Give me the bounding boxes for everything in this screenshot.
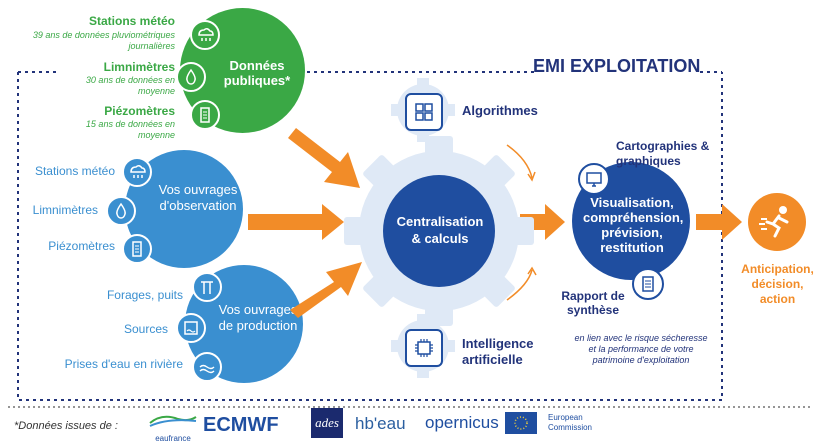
calculator-icon (405, 93, 443, 131)
gauge-icon-obs (122, 234, 152, 264)
public-item-2-desc: 15 ans de données en moyenne (85, 119, 175, 140)
public-item-1-name: Limnimètres (103, 60, 175, 74)
public-data-label: Données publiques* (223, 58, 291, 88)
final-circle (748, 193, 806, 251)
production-label: Vos ouvrages de production (218, 302, 298, 333)
gauge-icon (190, 100, 220, 130)
center-label: Centralisation & calculs (396, 214, 484, 246)
source-icon (176, 313, 206, 343)
final-label: Anticipation, décision, action (741, 262, 814, 306)
river-intake-icon (192, 352, 222, 382)
logo-ecmwf: ECMWF (203, 414, 279, 436)
drop-icon (176, 62, 206, 92)
public-item-0-desc: 39 ans de données pluviométriques journa… (32, 30, 175, 51)
rain-icon (190, 20, 220, 50)
rapport-label: Rapport de synthèse (561, 289, 625, 317)
public-item-0-name: Stations météo (88, 14, 175, 28)
footer-source-label: *Données issues de : (14, 420, 118, 432)
runner-icon (759, 206, 789, 238)
report-icon (632, 268, 664, 300)
prod-item-2: Prises d'eau en rivière (64, 357, 183, 371)
rain-icon-obs (122, 157, 152, 187)
emi-title: EMI EXPLOITATION (533, 56, 701, 76)
logo-eaufrance: eaufrance (148, 413, 198, 443)
obs-item-0: Stations météo (34, 164, 115, 178)
logo-european-commission: European Commission (548, 413, 593, 432)
logo-hbeau: hb'eau (355, 414, 406, 433)
public-item-1-desc: 30 ans de données en moyenne (85, 75, 175, 96)
carto-label: Cartographies & graphiques (616, 139, 710, 168)
prod-item-1: Sources (123, 322, 168, 336)
logo-ades: ades (311, 408, 343, 438)
output-note: en lien avec le risque sécheresse et la … (574, 333, 708, 365)
logo-copernicus: opernicus (425, 413, 499, 432)
chip-icon (405, 329, 443, 367)
logo-eu-flag (505, 412, 537, 434)
public-item-2-name: Piézomètres (104, 104, 175, 118)
observation-label: Vos ouvrages d'observation (158, 182, 238, 213)
obs-item-2: Piézomètres (48, 239, 115, 253)
prod-item-0: Forages, puits (106, 288, 183, 302)
ai-label: Intelligence artificielle (462, 336, 534, 367)
map-chart-icon (578, 163, 610, 195)
obs-item-1: Limnimètres (32, 203, 98, 217)
well-icon (192, 272, 222, 302)
logo-eaufrance-text: eaufrance (155, 434, 191, 443)
footer-separator (8, 406, 813, 408)
output-label: Visualisation, compréhension, prévision,… (583, 195, 684, 255)
drop-icon-obs (106, 196, 136, 226)
algorithms-label: Algorithmes (462, 103, 538, 118)
